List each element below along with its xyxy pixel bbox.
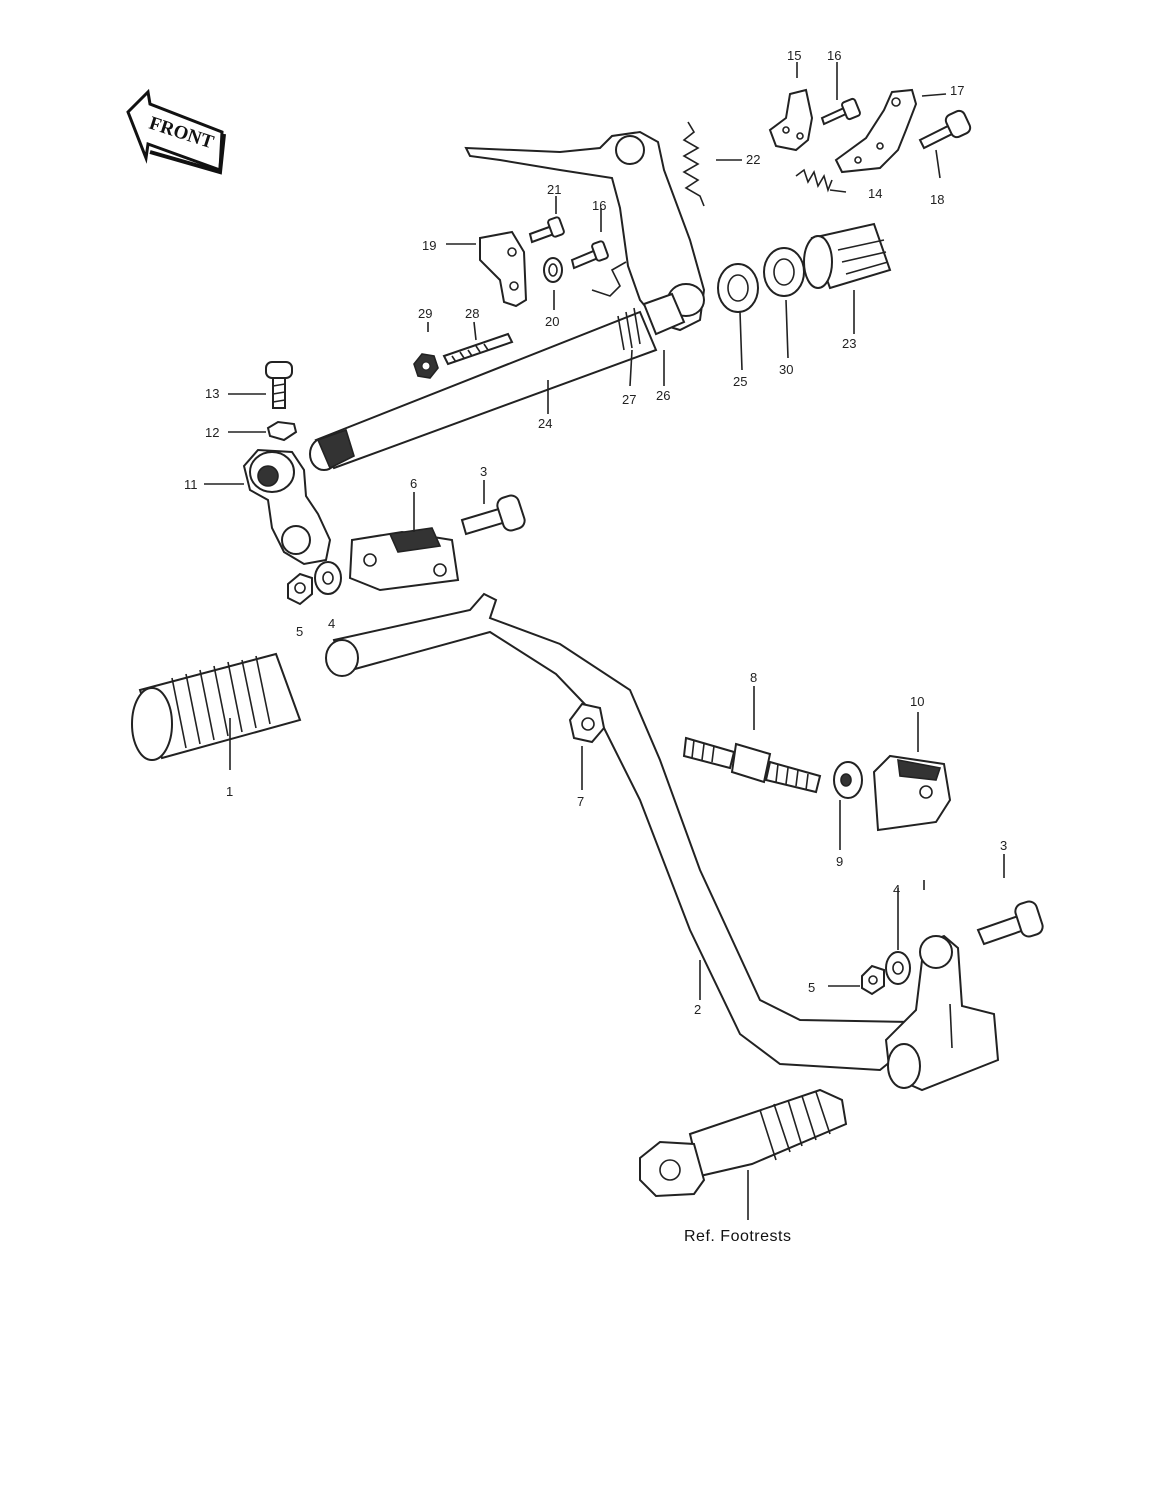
callout-18: 18 bbox=[930, 192, 944, 207]
washer-30 bbox=[763, 247, 805, 297]
bolt-16-middle bbox=[570, 240, 609, 270]
washer-4-lower bbox=[885, 951, 911, 985]
nut-5-lower bbox=[861, 964, 885, 996]
callout-19: 19 bbox=[422, 238, 436, 253]
nut-5-upper bbox=[287, 572, 313, 606]
shift-pedal-2 bbox=[325, 592, 913, 1072]
front-arrow-badge: FRONT bbox=[126, 88, 226, 175]
callout-1: 1 bbox=[226, 784, 233, 799]
callout-29: 29 bbox=[418, 306, 432, 321]
bolt-16-top bbox=[820, 97, 861, 126]
callout-16-middle: 16 bbox=[592, 198, 606, 213]
callout-labels: 15 16 17 22 14 18 21 16 19 20 29 28 23 3… bbox=[184, 48, 1007, 1017]
callout-23: 23 bbox=[842, 336, 856, 351]
callout-25: 25 bbox=[733, 374, 747, 389]
nut-7 bbox=[568, 702, 606, 744]
bolt-18 bbox=[918, 109, 972, 150]
callout-24: 24 bbox=[538, 416, 552, 431]
front-arrow-shadow bbox=[149, 133, 226, 175]
callout-3-upper: 3 bbox=[480, 464, 487, 479]
callout-8: 8 bbox=[750, 670, 757, 685]
callout-21: 21 bbox=[547, 182, 561, 197]
spring-27 bbox=[591, 261, 641, 351]
joint-10 bbox=[872, 754, 952, 832]
bracket-plate-19 bbox=[479, 230, 528, 308]
footrest-pivot-bolt bbox=[639, 1088, 848, 1198]
callout-11: 11 bbox=[184, 477, 198, 492]
collar-20 bbox=[543, 257, 563, 283]
shift-shaft-24 bbox=[309, 310, 658, 471]
joint-6 bbox=[348, 527, 460, 592]
callout-10: 10 bbox=[910, 694, 924, 709]
shift-arm-11 bbox=[242, 448, 332, 566]
bolt-3-upper bbox=[460, 494, 526, 536]
washer-12 bbox=[266, 420, 298, 442]
callout-6: 6 bbox=[410, 476, 417, 491]
plate-bracket-15 bbox=[768, 88, 814, 152]
bolt-21 bbox=[528, 216, 565, 244]
collar-26 bbox=[642, 292, 686, 336]
callout-20: 20 bbox=[545, 314, 559, 329]
callout-13: 13 bbox=[205, 386, 219, 401]
callout-5-upper: 5 bbox=[296, 624, 303, 639]
nut-9 bbox=[833, 761, 863, 799]
adjuster-rod-8 bbox=[682, 736, 822, 794]
callout-14: 14 bbox=[868, 186, 882, 201]
washer-25 bbox=[717, 263, 759, 313]
rubber-footrest-1 bbox=[131, 652, 302, 761]
lower-pedal-arm bbox=[884, 934, 1000, 1092]
callout-16-top: 16 bbox=[827, 48, 841, 63]
reference-footrests-label: Ref. Footrests bbox=[684, 1228, 791, 1245]
return-spring bbox=[682, 121, 705, 207]
callout-3-lower: 3 bbox=[1000, 838, 1007, 853]
callout-4-lower: 4 bbox=[893, 882, 900, 897]
bolt-3-lower bbox=[976, 900, 1044, 946]
nut-29 bbox=[413, 353, 439, 379]
stud-28 bbox=[442, 332, 514, 366]
callout-4-upper: 4 bbox=[328, 616, 335, 631]
callout-22: 22 bbox=[746, 152, 760, 167]
callout-26: 26 bbox=[656, 388, 670, 403]
callout-2: 2 bbox=[694, 1002, 701, 1017]
callout-5-lower: 5 bbox=[808, 980, 815, 995]
small-spring bbox=[795, 168, 833, 193]
callout-12: 12 bbox=[205, 425, 219, 440]
callout-9: 9 bbox=[836, 854, 843, 869]
callout-15: 15 bbox=[787, 48, 801, 63]
callout-30: 30 bbox=[779, 362, 793, 377]
callout-28: 28 bbox=[465, 306, 479, 321]
callout-17: 17 bbox=[950, 83, 964, 98]
washer-4-upper bbox=[314, 561, 342, 595]
plate-bracket-17 bbox=[834, 88, 918, 174]
bushing-23 bbox=[803, 222, 892, 290]
callout-27: 27 bbox=[622, 392, 636, 407]
callout-7: 7 bbox=[577, 794, 584, 809]
bolt-13 bbox=[265, 361, 293, 409]
leader-lines bbox=[204, 62, 1005, 1220]
